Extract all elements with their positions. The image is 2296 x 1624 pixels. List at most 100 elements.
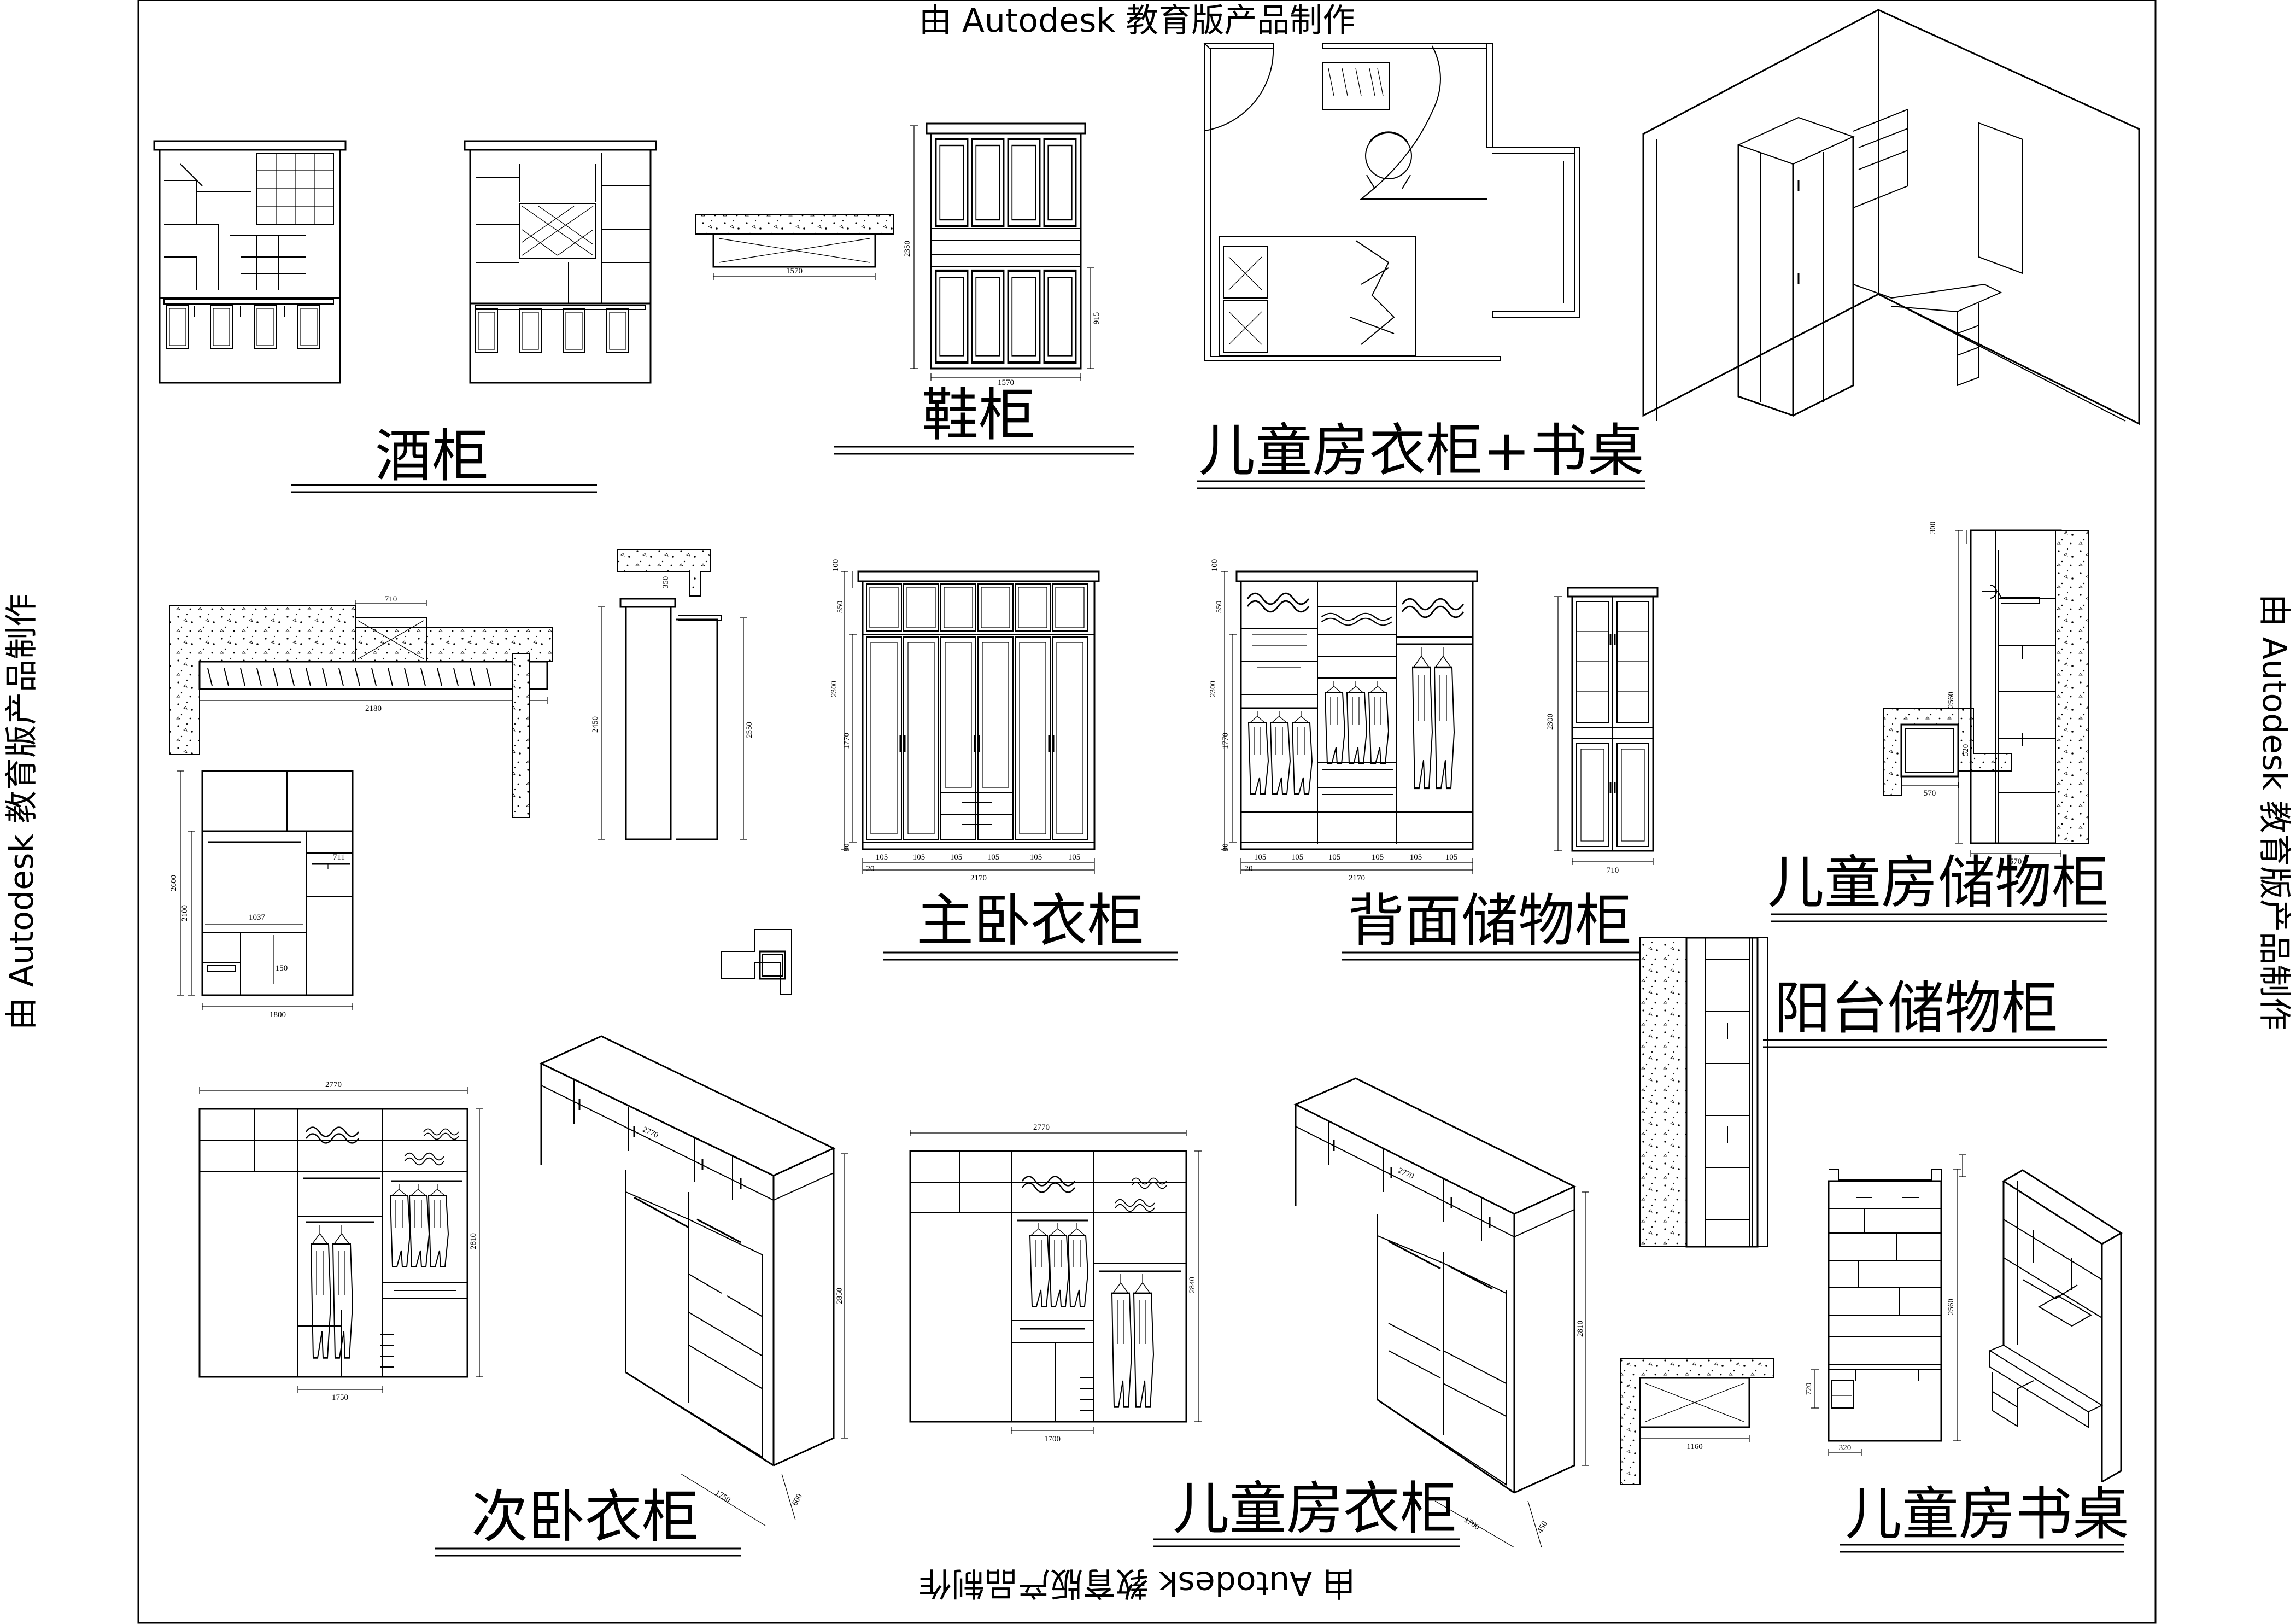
- tall-glass-cabinet: 2300 710: [1546, 587, 1659, 875]
- dim-label: 320: [1839, 1444, 1852, 1452]
- dim-label: 450: [1536, 1520, 1549, 1534]
- title-wine-cabinet: 酒柜: [291, 423, 597, 493]
- dim-label: 2600: [169, 875, 178, 891]
- side-section: 350 2450 2550: [591, 549, 754, 840]
- dim-label: 2560: [1947, 1299, 1955, 1315]
- dim-label: 105: [1291, 853, 1304, 862]
- dim-label: 1160: [1686, 1442, 1702, 1451]
- dim-label: 100: [1210, 559, 1219, 572]
- dim-label: 2560: [1947, 692, 1955, 708]
- dim-label: 711: [333, 853, 345, 862]
- dim-label: 105: [950, 853, 963, 862]
- dim-label: 105: [1254, 853, 1267, 862]
- kids-storage-section: 300 2560 570: [1929, 522, 2089, 866]
- dim-label: 520: [1961, 744, 1970, 757]
- dim-label: 2300: [1546, 714, 1555, 730]
- dim-label: 105: [1410, 853, 1422, 862]
- dim-label: 1037: [249, 913, 266, 922]
- title-kids-wardrobe-desk: 儿童房衣柜+书桌: [1197, 417, 1645, 489]
- title-kids-desk: 儿童房书桌: [1840, 1481, 2129, 1553]
- balcony-storage-section: [1639, 937, 1768, 1248]
- kids-wardrobe-elevation: 2770 2840 1700: [909, 1123, 1202, 1444]
- watermark-bottom: 由 Autodesk 教育版产品制作: [919, 1564, 1355, 1602]
- svg-text:儿童房衣柜: 儿童房衣柜: [1173, 1475, 1457, 1542]
- svg-text:鞋柜: 鞋柜: [922, 382, 1035, 448]
- second-bedroom-wardrobe-isometric: 2770 2850 1750 600: [539, 1035, 848, 1526]
- dim-label: 105: [913, 853, 926, 862]
- dim-label: 2100: [180, 905, 189, 921]
- sheet-border: [137, 0, 2157, 1624]
- dim-label: 2300: [1209, 681, 1217, 697]
- dim-label: 2180: [365, 704, 382, 713]
- svg-text:次卧衣柜: 次卧衣柜: [471, 1483, 699, 1550]
- shoe-cabinet-elevation: 2350 915 1570: [903, 122, 1101, 387]
- dim-label: 1570: [786, 267, 803, 276]
- dim-label: 1750: [713, 1488, 732, 1504]
- dim-label: 105: [1030, 853, 1042, 862]
- dim-label: 105: [876, 853, 888, 862]
- dim-label: 80: [842, 844, 851, 852]
- dim-label: 1800: [270, 1010, 286, 1019]
- dim-label: 150: [276, 964, 288, 973]
- title-back-storage: 背面储物柜: [1342, 887, 1645, 961]
- dim-label: 20: [866, 864, 875, 873]
- dim-label: 105: [1328, 853, 1341, 862]
- dim-label: 710: [385, 595, 397, 604]
- dim-label: 710: [1607, 866, 1619, 875]
- title-shoe-cabinet: 鞋柜: [834, 382, 1134, 455]
- dim-label: 2810: [469, 1233, 478, 1249]
- dim-label: 1700: [1462, 1516, 1481, 1532]
- title-kids-storage: 儿童房储物柜: [1767, 849, 2108, 922]
- dim-label: 105: [987, 853, 1000, 862]
- wine-cabinet-elevation-1: [153, 140, 347, 384]
- kids-storage-corner-plan: 520 570: [1883, 708, 2012, 798]
- dim-label: 105: [1068, 853, 1081, 862]
- dim-label: 2770: [641, 1125, 660, 1140]
- dim-label: 2840: [1188, 1277, 1197, 1293]
- svg-text:主卧衣柜: 主卧衣柜: [917, 887, 1144, 954]
- dim-label: 2850: [835, 1288, 844, 1304]
- svg-text:儿童房衣柜+书桌: 儿童房衣柜+书桌: [1198, 417, 1644, 484]
- dim-label: 600: [790, 1492, 804, 1507]
- title-kids-wardrobe: 儿童房衣柜: [1153, 1475, 1460, 1547]
- dim-label: 720: [1805, 1383, 1813, 1395]
- svg-text:阳台储物柜: 阳台储物柜: [1774, 975, 2058, 1042]
- dim-label: 350: [661, 576, 670, 589]
- dim-label: 2170: [1349, 874, 1365, 883]
- small-corner-plan: [721, 929, 792, 995]
- title-second-bedroom-wardrobe: 次卧衣柜: [435, 1483, 741, 1557]
- dim-label: 1770: [842, 733, 851, 749]
- dim-label: 1700: [1044, 1435, 1061, 1444]
- wine-cabinet-plan: 1570: [695, 214, 894, 280]
- title-balcony-storage: 阳台储物柜: [1763, 975, 2107, 1048]
- second-bedroom-wardrobe-elevation: 2770 2810 1750: [198, 1080, 483, 1402]
- dim-label: 2770: [325, 1080, 342, 1089]
- dim-label: 570: [1924, 789, 1936, 798]
- dim-label: 2770: [1033, 1123, 1050, 1132]
- wall-column-strip: [512, 653, 530, 818]
- watermark-right: 由 Autodesk 教育版产品制作: [2255, 594, 2293, 1030]
- dim-label: 1750: [332, 1393, 348, 1402]
- title-master-wardrobe: 主卧衣柜: [883, 887, 1178, 961]
- dim-label: 570: [2010, 857, 2022, 866]
- kids-desk-elevation: 2560 720 320: [1805, 1154, 1966, 1456]
- wine-cabinet-elevation-2: [464, 140, 657, 384]
- master-wardrobe-elevation: 100 550 2300 1770 80 105 105 105 105 105…: [830, 559, 1100, 883]
- dim-label: 20: [1245, 864, 1253, 873]
- dim-label: 2810: [1576, 1321, 1585, 1337]
- dim-label: 2350: [903, 241, 912, 257]
- dim-label: 2300: [830, 681, 839, 697]
- back-storage-elevation: 100 550 2300 1770 80 105 105 105 105 105…: [1209, 559, 1478, 883]
- dim-label: 2550: [745, 722, 754, 738]
- svg-text:背面储物柜: 背面储物柜: [1348, 887, 1632, 954]
- dim-label: 80: [1221, 844, 1230, 852]
- svg-text:儿童房书桌: 儿童房书桌: [1845, 1481, 2129, 1547]
- dim-label: 915: [1092, 312, 1101, 325]
- kids-room-isometric: [1642, 9, 2140, 425]
- dim-label: 105: [1372, 853, 1384, 862]
- dim-label: 550: [1215, 601, 1223, 614]
- dim-label: 100: [831, 559, 840, 572]
- dim-label: 2170: [970, 874, 987, 883]
- watermark-top: 由 Autodesk 教育版产品制作: [919, 2, 1355, 40]
